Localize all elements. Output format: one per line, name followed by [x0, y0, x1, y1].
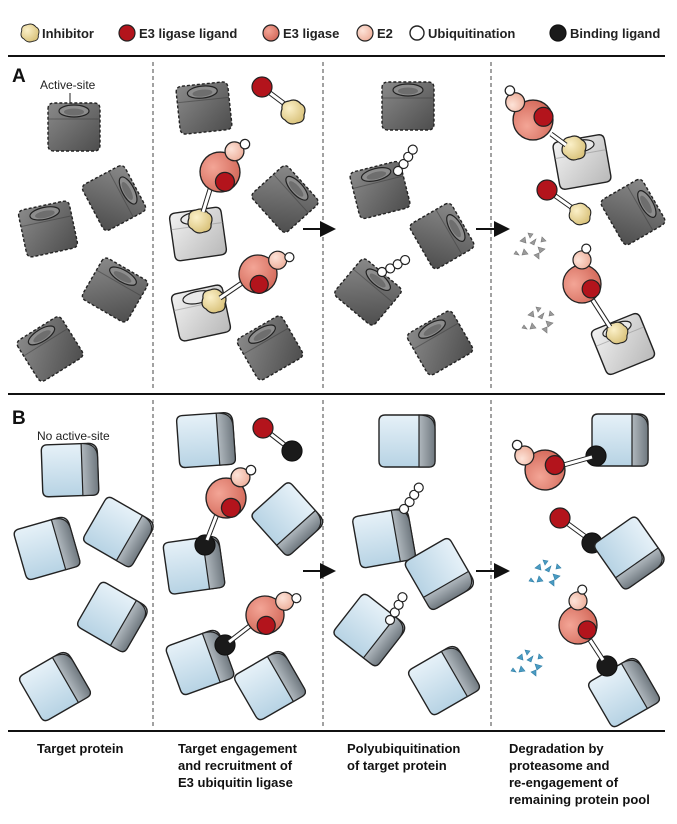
target-protein-a	[79, 255, 151, 325]
target-protein-a	[234, 313, 306, 383]
polyubiquitinated-protein	[331, 246, 413, 328]
caption-line: and recruitment of	[178, 758, 293, 773]
target-protein-a	[47, 102, 101, 152]
active-site-label: Active-site	[40, 78, 96, 92]
target-protein-a	[381, 81, 435, 131]
e3-ligase-ligand-icon	[118, 24, 136, 42]
ternary-complex	[164, 584, 303, 697]
protac-free	[536, 179, 592, 226]
degradation-fragments	[528, 559, 562, 587]
legend-item-inhibitor: Inhibitor	[20, 23, 94, 43]
caption-polyubiquitination: Polyubiquitination of target protein	[347, 740, 460, 774]
panel-a-letter: A	[12, 66, 26, 87]
target-protein-b	[378, 414, 436, 468]
legend-label-e3-ligase: E3 ligase	[283, 26, 339, 41]
protac-free	[252, 417, 303, 462]
caption-line: Target engagement	[178, 741, 297, 756]
degradation-fragments	[513, 232, 547, 260]
legend-item-ubiquitination: Ubiquitination	[409, 25, 515, 41]
target-protein-a	[79, 163, 149, 233]
legend-label-binding-ligand: Binding ligand	[570, 26, 660, 41]
target-protein-b	[232, 647, 308, 723]
legend-item-e3-ligase: E3 ligase	[262, 24, 339, 42]
caption-target-engagement: Target engagement and recruitment of E3 …	[178, 740, 297, 791]
target-protein-b	[17, 648, 93, 724]
target-protein-a	[174, 80, 234, 136]
target-protein-b	[40, 442, 100, 498]
target-protein-b	[75, 579, 151, 655]
polyubiquitinated-protein	[348, 141, 419, 221]
protac-free	[251, 76, 306, 125]
recycled-ternary-complex	[549, 241, 657, 377]
caption-line: remaining protein pool	[509, 792, 650, 807]
panel-b-letter: B	[12, 408, 26, 429]
polyubiquitinated-protein	[331, 590, 409, 669]
target-protein-a	[404, 308, 476, 378]
caption-degradation: Degradation by proteasome and re-engagem…	[509, 740, 650, 808]
legend-label-inhibitor: Inhibitor	[42, 26, 94, 41]
legend-item-e3-ligase-ligand: E3 ligase ligand	[118, 24, 237, 42]
target-protein-a	[14, 314, 86, 384]
legend-item-binding-ligand: Binding ligand	[549, 24, 660, 42]
target-protein-b	[249, 480, 327, 558]
target-protein-a	[598, 176, 668, 248]
target-protein-a	[249, 162, 321, 236]
recycled-ternary-complex	[545, 582, 662, 730]
target-protein-a	[407, 200, 477, 272]
no-active-site-label: No active-site	[37, 429, 110, 443]
caption-line: re-engagement of	[509, 775, 619, 790]
panel-a: A Active-site	[12, 66, 668, 384]
e2-icon	[356, 24, 374, 42]
panel-b: B No active-site	[12, 408, 669, 730]
caption-line: of target protein	[347, 758, 447, 773]
target-protein-b	[175, 411, 237, 469]
target-protein-b	[81, 494, 157, 570]
degradation-fragments	[521, 306, 555, 334]
legend-label-e2: E2	[377, 26, 393, 41]
recycled-ternary-complex	[510, 413, 649, 496]
ubiquitin-icon	[409, 25, 425, 41]
e3-ligase-icon	[262, 24, 280, 42]
ternary-complex	[169, 243, 296, 343]
inhibitor-icon	[20, 23, 40, 43]
degradation-fragments	[510, 649, 544, 677]
polyubiquitinated-protein	[351, 479, 425, 570]
legend-item-e2: E2	[356, 24, 393, 42]
legend: Inhibitor E3 ligase ligand E3 ligase E2 …	[20, 23, 660, 43]
caption-line: proteasome and	[509, 758, 610, 773]
target-protein-b	[406, 642, 482, 718]
caption-target-protein: Target protein	[37, 740, 123, 757]
caption-line: Target protein	[37, 741, 124, 756]
binding-ligand-icon	[549, 24, 567, 42]
caption-line: E3 ubiquitin ligase	[178, 775, 293, 790]
caption-line: Degradation by	[509, 741, 604, 756]
target-protein-b	[12, 514, 82, 582]
target-protein-b	[591, 514, 669, 592]
recycled-ternary-complex	[504, 85, 613, 191]
legend-label-ubiquitination: Ubiquitination	[428, 26, 515, 41]
legend-label-e3-ligase-ligand: E3 ligase ligand	[139, 26, 237, 41]
ternary-complex	[168, 137, 258, 263]
target-protein-a	[16, 199, 80, 259]
ternary-complex	[161, 463, 264, 596]
caption-line: Polyubiquitination	[347, 741, 461, 756]
